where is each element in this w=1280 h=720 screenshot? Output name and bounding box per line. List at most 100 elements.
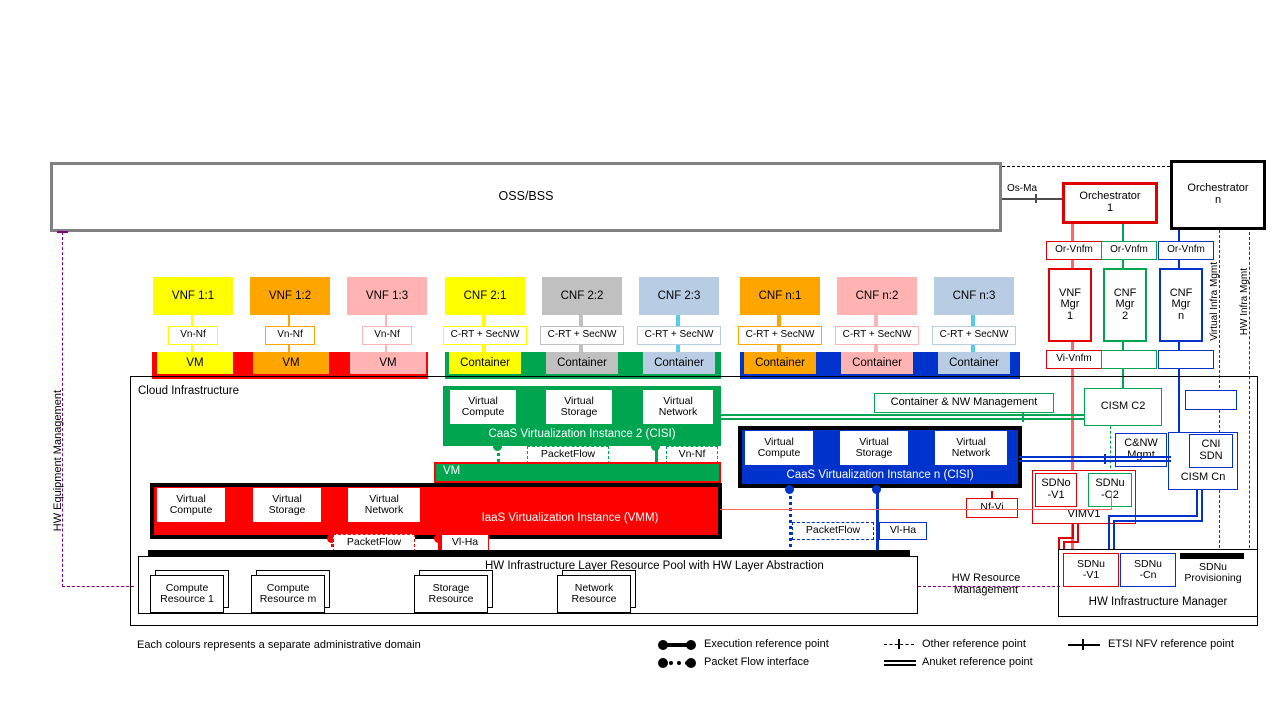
cnf-n-1-label: CNF n:1 <box>758 289 802 302</box>
vi-vnfm-rp-empty-green[interactable] <box>1101 350 1157 369</box>
cnf-mgr-n-box[interactable]: CNF Mgr n <box>1159 268 1203 342</box>
vnf-1-3-host[interactable]: VM <box>350 352 426 374</box>
sdnu-cn-box[interactable]: SDNu -Cn <box>1120 553 1176 587</box>
cnf-n-3-rp[interactable]: C-RT + SecNW <box>932 326 1016 345</box>
cismcn-down-1b <box>1201 490 1203 521</box>
cnf-n-3-host[interactable]: Container <box>938 352 1010 374</box>
or-vnfm-rp-n[interactable]: Or-Vnfm <box>1158 241 1214 260</box>
oss-bss-box[interactable]: OSS/BSS <box>50 162 1002 232</box>
or-vnfm-rp-2[interactable]: Or-Vnfm <box>1101 241 1157 260</box>
vnf-mgr-1-line1: VNF <box>1059 286 1081 299</box>
iaas-vlha-dot-top <box>434 534 443 543</box>
iaas-vs-l1: Virtual <box>272 492 302 505</box>
vnf-1-2-rp[interactable]: Vn-Nf <box>265 326 315 345</box>
iaas-virtual-network[interactable]: Virtual Network <box>348 488 420 522</box>
cnf-n-2-rp[interactable]: C-RT + SecNW <box>835 326 919 345</box>
vnfmgr1-stem <box>1071 224 1074 554</box>
compute-resource-1[interactable]: Compute Resource 1 <box>150 575 224 613</box>
cnw-mgmt-box[interactable]: C&NW Mgmt <box>1115 433 1167 467</box>
cnf-n-3-box[interactable]: CNF n:3 <box>934 277 1014 315</box>
caas2-virtual-compute[interactable]: Virtual Compute <box>450 390 516 424</box>
cnf-2-2-rp[interactable]: C-RT + SecNW <box>540 326 624 345</box>
storage-resource[interactable]: Storage Resource <box>414 575 488 613</box>
vnf-1-2-box[interactable]: VNF 1:2 <box>250 277 330 315</box>
cnf-mgr-n-line2: Mgr <box>1171 298 1191 311</box>
sdno-v1-box[interactable]: SDNo -V1 <box>1035 473 1077 507</box>
iaas-virtual-storage[interactable]: Virtual Storage <box>253 488 321 522</box>
container-nw-management-box[interactable]: Container & NW Management <box>874 393 1054 413</box>
cnf-mgr-2-box[interactable]: CNF Mgr 2 <box>1103 268 1147 342</box>
vnf-mgr-1-line3: 1 <box>1066 309 1074 322</box>
cism-cn-empty-box[interactable] <box>1185 390 1237 410</box>
caasn-vlha-rp[interactable]: Vl-Ha <box>879 522 927 540</box>
vnf-1-1-box[interactable]: VNF 1:1 <box>153 277 233 315</box>
cnf-2-1-host[interactable]: Container <box>449 352 521 374</box>
cni-sdn-box[interactable]: CNI SDN <box>1189 434 1233 468</box>
sdnu-v1-box[interactable]: SDNu -V1 <box>1063 553 1119 587</box>
cnf-mgr-2-line2: Mgr <box>1115 298 1135 311</box>
nf-vi-rp[interactable]: Nf-Vi <box>966 498 1018 518</box>
orchestrator-n-label-line2: n <box>1214 194 1222 206</box>
vnf-1-3-rp[interactable]: Vn-Nf <box>362 326 412 345</box>
cloud-infrastructure-box[interactable] <box>130 376 1258 626</box>
cnf-2-3-host[interactable]: Container <box>643 352 715 374</box>
legend-etsi-label: ETSI NFV reference point <box>1108 638 1234 650</box>
sdnu-provisioning-l2: Provisioning <box>1184 572 1242 584</box>
orchestrator-1-label-line1: Orchestrator <box>1079 190 1141 203</box>
caasn-virtual-storage[interactable]: Virtual Storage <box>840 431 908 465</box>
vm-bar[interactable] <box>434 462 721 483</box>
vnf-1-1-host[interactable]: VM <box>157 352 233 374</box>
vi-vnfm-rp-empty-blue[interactable] <box>1158 350 1214 369</box>
legend-packetflow-label: Packet Flow interface <box>704 656 810 668</box>
or-vnfm-rp-1[interactable]: Or-Vnfm <box>1046 241 1102 260</box>
nf-vi-tick <box>991 491 993 499</box>
sdnu-v1-l1: SDNu <box>1076 557 1105 570</box>
sdnu-v1-l2: -V1 <box>1082 569 1100 581</box>
orchestrator-n-box[interactable]: Orchestrator n <box>1170 160 1266 230</box>
caasn-packetflow-rp[interactable]: PacketFlow <box>792 522 874 540</box>
footnote-label: Each colours represents a separate admin… <box>137 639 421 651</box>
cnf-2-3-box[interactable]: CNF 2:3 <box>639 277 719 315</box>
vnf-1-1-rp[interactable]: Vn-Nf <box>168 326 218 345</box>
cnf-2-2-host-label: Container <box>557 356 607 369</box>
caasn-vc-l2: Compute <box>757 447 801 459</box>
iaas-virtual-compute[interactable]: Virtual Compute <box>157 488 225 522</box>
cnf-2-1-label: CNF 2:1 <box>463 289 507 302</box>
caas2-virtual-network[interactable]: Virtual Network <box>643 390 713 424</box>
cnf-n-2-host[interactable]: Container <box>841 352 913 374</box>
cnf-2-2-box[interactable]: CNF 2:2 <box>542 277 622 315</box>
sdnu-provisioning-box[interactable]: SDNu Provisioning <box>1177 559 1249 587</box>
cnf-n-2-box[interactable]: CNF n:2 <box>837 277 917 315</box>
cnf-2-1-rp[interactable]: C-RT + SecNW <box>443 326 527 345</box>
cnf-2-2-host[interactable]: Container <box>546 352 618 374</box>
hw-equipment-mgmt-tick <box>57 231 68 233</box>
cnf-2-1-box[interactable]: CNF 2:1 <box>445 277 525 315</box>
orchestrator-1-box[interactable]: Orchestrator 1 <box>1062 182 1158 224</box>
cnf-n-1-box[interactable]: CNF n:1 <box>740 277 820 315</box>
vi-vnfm-rp[interactable]: Vi-Vnfm <box>1046 350 1102 369</box>
cnf-n-1-rp[interactable]: C-RT + SecNW <box>738 326 822 345</box>
caasn-vs-l2: Storage <box>855 447 893 459</box>
cnf-2-3-rp[interactable]: C-RT + SecNW <box>637 326 721 345</box>
vnf-1-2-host[interactable]: VM <box>253 352 329 374</box>
sdnu-provisioning-l1: SDNu <box>1198 560 1227 573</box>
cnf-n-1-host[interactable]: Container <box>744 352 816 374</box>
compute-resource-m[interactable]: Compute Resource m <box>251 575 325 613</box>
cnf-mgr-2-line3: 2 <box>1121 309 1129 322</box>
caas2-virtual-storage[interactable]: Virtual Storage <box>546 390 612 424</box>
legend-etsi-tick <box>1082 639 1084 650</box>
vnf-mgr-1-line2: Mgr <box>1060 298 1080 311</box>
sdnu-c2-l1: SDNu <box>1095 477 1125 490</box>
caasn-virtual-compute[interactable]: Virtual Compute <box>745 431 813 465</box>
vnf-mgr-1-box[interactable]: VNF Mgr 1 <box>1048 268 1092 342</box>
sdnu-c2-box[interactable]: SDNu -C2 <box>1088 473 1132 507</box>
caasn-virtual-network[interactable]: Virtual Network <box>935 431 1007 465</box>
hw-infra-mgmt-label: HW Infra Mgmt <box>1239 268 1250 336</box>
legend-etsi-line <box>1068 644 1100 646</box>
cism-c2-box[interactable]: CISM C2 <box>1084 388 1162 426</box>
sdnu-cn-l2: -Cn <box>1139 569 1157 581</box>
caas2-vs-l1: Virtual <box>564 394 594 407</box>
cni-sdn-l2: SDN <box>1199 450 1223 462</box>
network-resource[interactable]: Network Resource <box>557 575 631 613</box>
vnf-1-3-box[interactable]: VNF 1:3 <box>347 277 427 315</box>
